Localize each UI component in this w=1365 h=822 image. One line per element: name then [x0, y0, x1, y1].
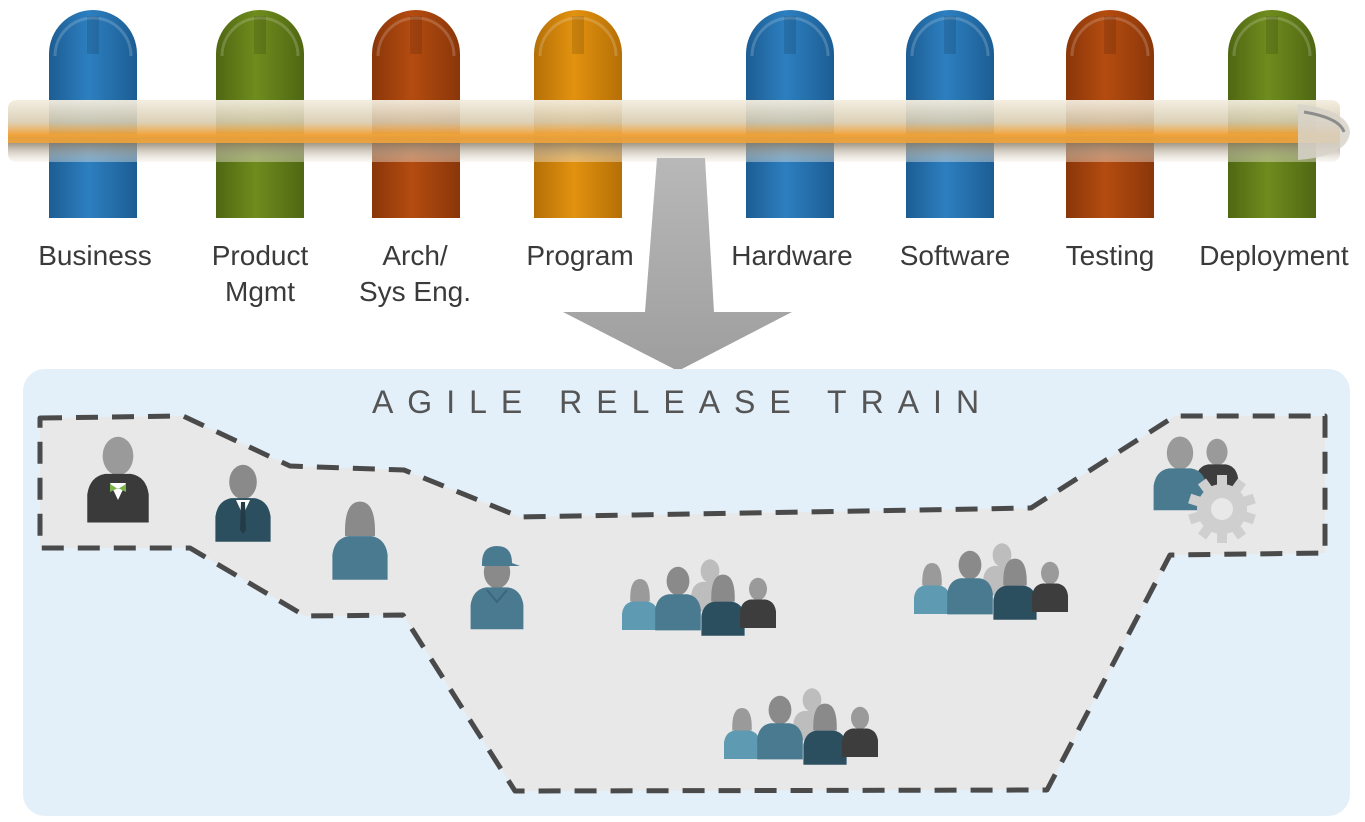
business-owner-icon [87, 436, 149, 523]
silo-label-deployment: Deployment [1199, 240, 1349, 271]
silo-label-testing: Testing [1065, 240, 1155, 271]
silo-label-arch-sys-eng: Arch/ Sys Eng. [358, 240, 472, 307]
silo-label-hardware: Hardware [731, 240, 853, 271]
agile-team-icon-2 [914, 543, 1068, 620]
silo-label-product-mgmt: Product Mgmt [211, 240, 309, 307]
value-stream-tube [8, 100, 1350, 162]
agile-team-icon-3 [724, 688, 878, 765]
silo-label-program: Program [526, 240, 634, 271]
silo-label-software: Software [899, 240, 1011, 271]
product-manager-icon [215, 464, 271, 542]
system-team-icon [1153, 436, 1256, 543]
system-architect-icon [332, 501, 388, 580]
agile-team-icon-1 [622, 559, 776, 636]
silo-label-business: Business [38, 240, 152, 271]
release-train-engineer-icon [470, 546, 524, 630]
down-arrow [563, 158, 792, 371]
art-title: AGILE RELEASE TRAIN [371, 384, 994, 420]
